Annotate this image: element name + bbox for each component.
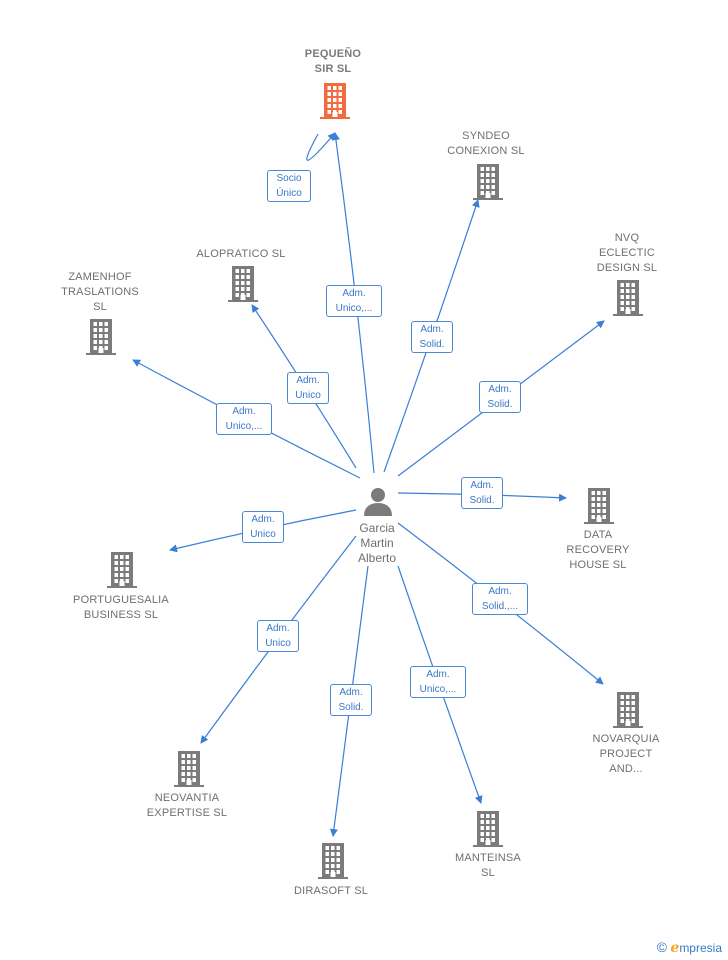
relation-label[interactable]: Adm. Solid. (411, 321, 453, 353)
relation-label[interactable]: Adm. Unico (242, 511, 284, 543)
relation-label[interactable]: Adm. Solid. (479, 381, 521, 413)
relation-label[interactable]: Adm. Solid.,... (472, 583, 528, 615)
company-label[interactable]: PORTUGUESALIA BUSINESS SL (73, 594, 169, 621)
building-icon[interactable] (107, 552, 137, 593)
relation-label[interactable]: Adm. Unico (257, 620, 299, 652)
company-label[interactable]: MANTEINSA SL (455, 852, 521, 879)
relation-label[interactable]: Socio Único (267, 170, 311, 202)
building-icon[interactable] (613, 692, 643, 733)
building-icon[interactable] (473, 811, 503, 852)
brand-name: mpresia (679, 941, 722, 955)
building-icon[interactable] (318, 843, 348, 884)
company-label[interactable]: SYNDEO CONEXION SL (447, 130, 525, 157)
relation-label[interactable]: Adm. Unico,... (410, 666, 466, 698)
edge-line (306, 132, 336, 161)
building-icon[interactable] (228, 266, 258, 307)
relation-label[interactable]: Adm. Solid. (461, 477, 503, 509)
building-icon[interactable] (584, 488, 614, 529)
company-label[interactable]: PEQUEÑO SIR SL (304, 48, 362, 75)
person-name[interactable]: Garcia Martin Alberto (357, 521, 397, 565)
building-icon[interactable] (86, 319, 116, 360)
building-icon[interactable] (473, 164, 503, 205)
brand-initial: e (670, 940, 680, 956)
building-icon[interactable] (174, 751, 204, 792)
company-label[interactable]: ALOPRATICO SL (196, 248, 286, 260)
company-label[interactable]: NOVARQUIA PROJECT AND... (592, 733, 660, 775)
building-icon[interactable] (320, 83, 350, 124)
person-icon[interactable] (363, 486, 393, 521)
relation-label[interactable]: Adm. Unico,... (326, 285, 382, 317)
company-label[interactable]: ZAMENHOF TRASLATIONS SL (61, 271, 139, 313)
building-icon[interactable] (613, 280, 643, 321)
relation-label[interactable]: Adm. Unico (287, 372, 329, 404)
copyright-symbol: © (656, 939, 668, 955)
company-label[interactable]: NVQ ECLECTIC DESIGN SL (596, 232, 658, 274)
company-label[interactable]: DIRASOFT SL (293, 885, 369, 897)
brand-watermark: © empresia (657, 939, 722, 956)
relation-label[interactable]: Adm. Unico,... (216, 403, 272, 435)
company-label[interactable]: DATA RECOVERY HOUSE SL (566, 529, 630, 571)
company-label[interactable]: NEOVANTIA EXPERTISE SL (146, 792, 228, 819)
relation-label[interactable]: Adm. Solid. (330, 684, 372, 716)
